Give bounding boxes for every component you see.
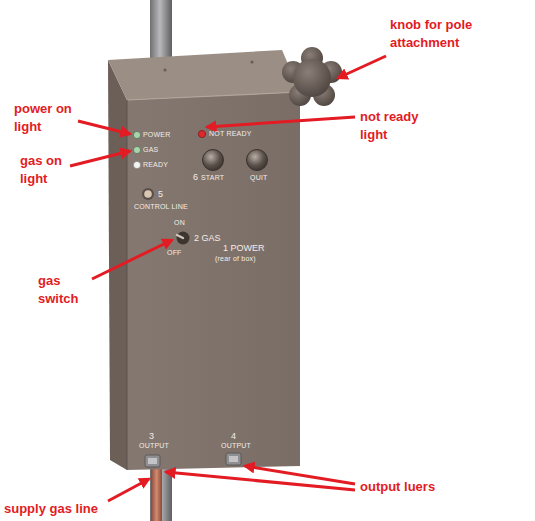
output-luer	[148, 458, 157, 464]
callout-number: 6	[193, 172, 198, 182]
control-line-port	[144, 190, 152, 198]
box-top	[108, 50, 300, 100]
panel-marking: CONTROL LINE	[134, 203, 188, 211]
output-luer	[145, 455, 160, 467]
callout-label: gas switch	[38, 272, 94, 308]
callout-label: not ready light	[360, 108, 442, 144]
leader-arrows	[70, 56, 386, 501]
panel-marking: NOT READY	[209, 130, 252, 138]
box-front	[127, 92, 300, 470]
leader-arrow	[207, 117, 355, 127]
panel-marking: ON	[174, 219, 185, 227]
knob-body	[293, 59, 331, 97]
ready-light	[133, 161, 140, 168]
callout-number: 3	[149, 431, 154, 441]
leader-arrow	[70, 151, 130, 166]
leader-arrow	[108, 479, 149, 501]
gas-toggle-switch	[177, 232, 190, 245]
box-edge	[127, 92, 300, 100]
callout-label: knob for pole attachment	[390, 16, 525, 52]
supply-gas-tube	[151, 462, 162, 521]
box-edge	[127, 100, 128, 470]
control-line-port	[142, 188, 154, 200]
gas-light	[133, 146, 140, 153]
callout-label: power on light	[14, 100, 94, 136]
gas-toggle-lever	[177, 235, 183, 238]
panel-marking: 2 GAS	[194, 233, 221, 243]
callout-label: supply gas line	[4, 500, 134, 518]
panel-marking: READY	[143, 161, 168, 169]
leader-arrow	[78, 121, 130, 134]
quit-button	[247, 150, 268, 171]
panel-marking: (rear of box)	[215, 255, 256, 263]
leader-arrow	[166, 472, 355, 490]
start-button	[203, 150, 224, 171]
callout-number: 4	[231, 431, 236, 441]
leader-arrow	[92, 240, 172, 279]
panel-marking: OFF	[167, 249, 182, 257]
callout-number: 5	[158, 189, 163, 199]
panel-marking: QUIT	[250, 174, 268, 182]
output-luer	[229, 456, 238, 462]
panel-marking: 1 POWER	[223, 243, 265, 253]
panel-marking: OUTPUT	[139, 442, 169, 450]
screw	[163, 68, 166, 71]
panel-marking: GAS	[143, 146, 158, 154]
panel-marking: OUTPUT	[221, 442, 251, 450]
panel-marking: START	[201, 174, 224, 182]
screw	[250, 60, 253, 63]
callout-label: output luers	[360, 478, 480, 496]
callout-label: gas on light	[20, 152, 80, 188]
pole-knob	[282, 47, 342, 106]
power-light	[133, 131, 140, 138]
not-ready-light	[198, 130, 205, 137]
output-luer	[226, 453, 241, 465]
leader-arrow	[338, 56, 386, 78]
panel-marking: POWER	[143, 131, 170, 139]
